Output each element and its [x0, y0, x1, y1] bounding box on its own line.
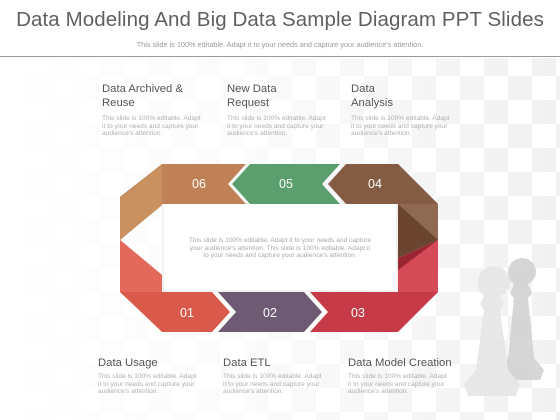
side-face-left-upper: [120, 164, 162, 240]
step-number-06: 06: [192, 177, 206, 191]
step-desc-02: This slide is 100% editable. Adapt it to…: [223, 373, 322, 396]
step-number-02: 02: [263, 306, 277, 320]
arrow-06: [162, 164, 246, 204]
step-desc-01: This slide is 100% editable. Adapt it to…: [98, 373, 197, 396]
arrow-02: [218, 292, 322, 332]
arrow-05: [232, 164, 340, 204]
step-number-03: 03: [351, 306, 365, 320]
step-label-05: New Data Request: [227, 83, 277, 109]
step-desc-06: This slide is 100% editable. Adapt it to…: [102, 115, 201, 138]
step-number-05: 05: [279, 177, 293, 191]
step-label-04: Data Analysis: [351, 83, 394, 109]
page-subtitle: This slide is 100% editable. Adapt it to…: [136, 40, 424, 49]
page-title: Data Modeling And Big Data Sample Diagra…: [16, 8, 544, 31]
center-panel: [162, 202, 398, 292]
step-label-02: Data ETL: [223, 357, 271, 369]
arrow-03: [310, 292, 438, 332]
arrow-04: [328, 164, 438, 204]
center-description: This slide is 100% editable. Adapt it to…: [188, 237, 372, 260]
title-divider: [0, 56, 560, 57]
chess-pieces-icon: [464, 258, 544, 396]
step-label-06: Data Archived & Reuse: [102, 83, 184, 109]
step-desc-05: This slide is 100% editable. Adapt it to…: [227, 115, 326, 138]
step-desc-04: This slide is 100% editable. Adapt it to…: [351, 115, 450, 138]
step-label-01: Data Usage: [98, 357, 158, 369]
step-label-03: Data Model Creation: [348, 357, 452, 369]
step-number-04: 04: [368, 177, 382, 191]
arrow-01: [120, 292, 230, 332]
step-desc-03: This slide is 100% editable. Adapt it to…: [348, 373, 447, 396]
step-number-01: 01: [180, 306, 194, 320]
